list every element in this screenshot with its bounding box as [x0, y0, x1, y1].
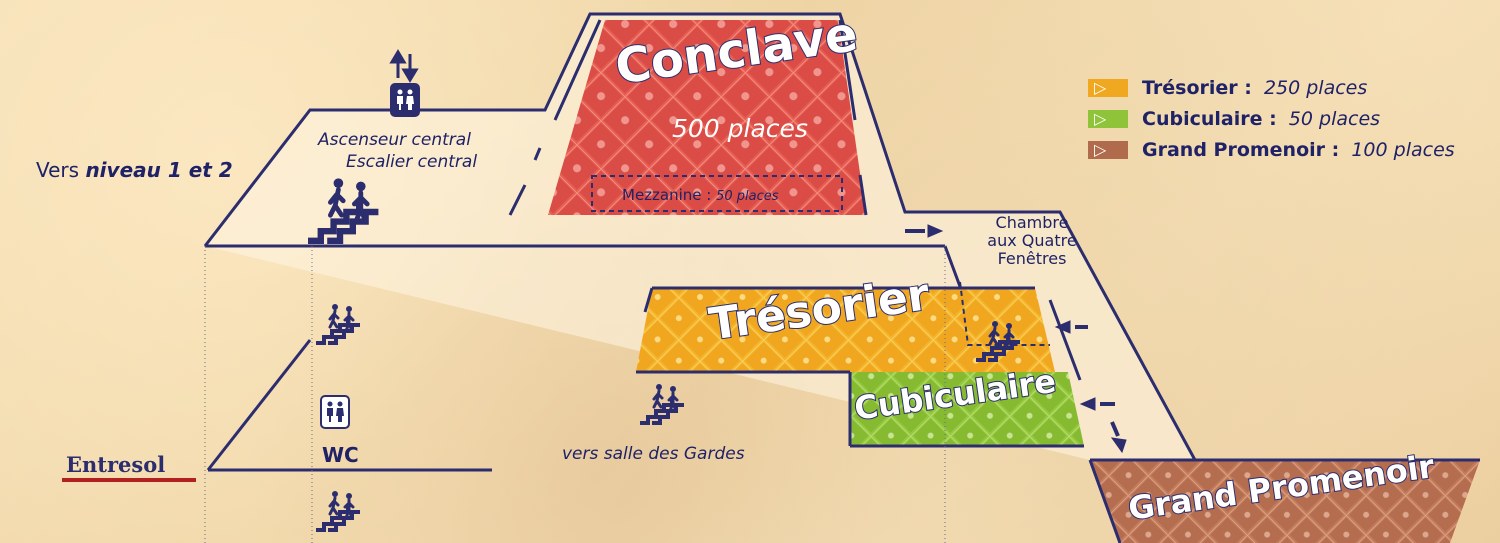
chambre-label: Chambre aux Quatre Fenêtres	[962, 214, 1102, 268]
grand-promenoir-room[interactable]	[1090, 460, 1480, 543]
wc-label: WC	[322, 443, 359, 467]
cubiculaire-room[interactable]	[850, 372, 1084, 446]
escalier-label: Escalier central	[346, 152, 478, 172]
legend-tresorier: ▷ Trésorier : 250 places	[1088, 77, 1367, 99]
tresorier-room[interactable]	[636, 288, 1055, 372]
chambre-line-2: aux Quatre	[987, 231, 1077, 250]
mezzanine-capacity: 50 places	[716, 189, 779, 204]
vers-niveau-label: Vers niveau 1 et 2	[36, 158, 233, 182]
legend-swatch-tresorier: ▷	[1088, 79, 1128, 97]
mezzanine-label: Mezzanine : 50 places	[622, 186, 779, 204]
legend-swatch-cubiculaire: ▷	[1088, 110, 1128, 128]
vers-niveau: niveau 1 et 2	[85, 158, 233, 182]
toilet-icon	[390, 83, 420, 117]
entresol-outline	[204, 246, 946, 543]
legend-name: Grand Promenoir :	[1142, 139, 1340, 161]
legend-cubiculaire: ▷ Cubiculaire : 50 places	[1088, 108, 1380, 130]
conclave-room[interactable]	[548, 20, 866, 215]
legend-capacity: 100 places	[1351, 139, 1455, 161]
vers-prefix: Vers	[36, 158, 86, 182]
legend-name: Cubiculaire :	[1142, 108, 1277, 130]
stairs-icon	[638, 382, 686, 425]
legend-grand-promenoir: ▷ Grand Promenoir : 100 places	[1088, 139, 1455, 161]
ascenseur-label: Ascenseur central	[318, 130, 471, 150]
chambre-line-3: Fenêtres	[997, 249, 1067, 268]
legend-name: Trésorier :	[1142, 77, 1252, 99]
elevator-icon	[389, 49, 419, 83]
entresol-underline	[62, 478, 196, 482]
toilet-icon	[320, 395, 350, 429]
legend-swatch-grand-promenoir: ▷	[1088, 141, 1128, 159]
entresol-label: Entresol	[66, 452, 166, 477]
vers-gardes-label: vers salle des Gardes	[562, 444, 745, 464]
legend-capacity: 250 places	[1263, 77, 1368, 99]
legend-capacity: 50 places	[1288, 108, 1381, 130]
conclave-capacity: 500 places	[672, 114, 808, 143]
arrow-icon	[905, 224, 1127, 454]
chambre-line-1: Chambre	[995, 213, 1069, 232]
mezzanine-text: Mezzanine :	[622, 186, 717, 204]
stairs-icon	[314, 302, 362, 345]
stairs-icon	[314, 489, 362, 532]
